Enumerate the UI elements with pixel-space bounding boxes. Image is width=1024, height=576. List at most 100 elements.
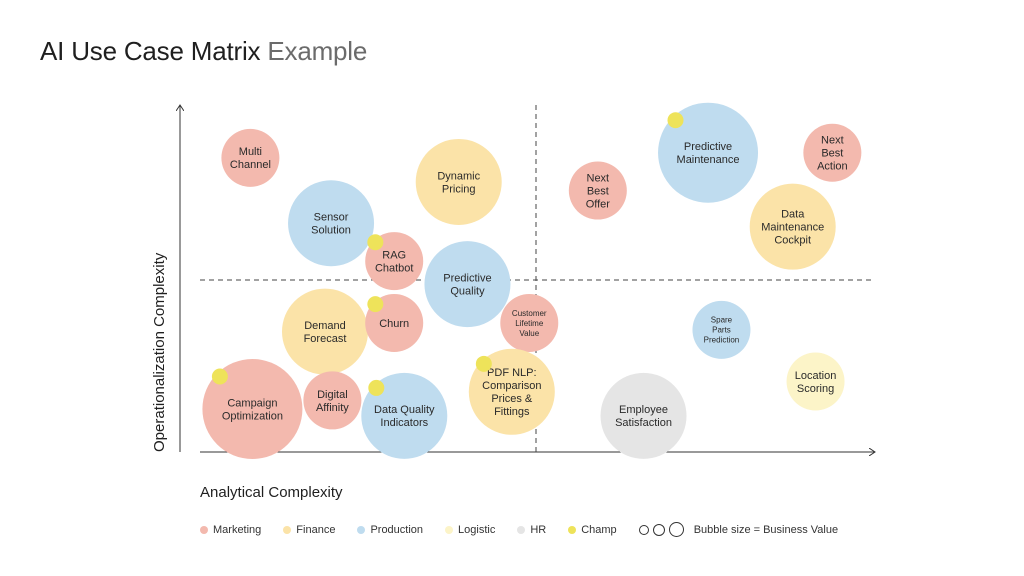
- legend-item-finance: Finance: [283, 524, 335, 536]
- bubble-label: Satisfaction: [615, 417, 672, 429]
- bubble-label: Location: [795, 370, 837, 382]
- legend-dot-icon: [568, 525, 577, 534]
- bubble-label: Demand: [304, 320, 346, 332]
- legend-dot-icon: [445, 525, 454, 534]
- bubble-label: Dynamic: [437, 170, 480, 182]
- bubble-label: Value: [519, 329, 539, 338]
- legend-item-production: Production: [357, 524, 423, 536]
- bubble-circle: [803, 123, 862, 182]
- bubble-churn: Churn: [365, 294, 424, 352]
- champ-marker-icon: [475, 355, 492, 372]
- bubble-label: Customer: [512, 309, 547, 318]
- legend-items: Marketing Finance Production Logistic HR Cham…: [200, 524, 639, 536]
- bubble-label: Next: [587, 172, 610, 184]
- bubble-label: Affinity: [316, 402, 349, 414]
- legend-label: Champ: [581, 523, 617, 536]
- bubble-circle: [500, 294, 559, 352]
- bubble-label: Prices &: [491, 393, 533, 405]
- bubble-label: Chatbot: [375, 262, 414, 274]
- legend-label: HR: [530, 523, 547, 536]
- bubble-label: Data: [781, 209, 805, 221]
- bubble-label: Best: [821, 148, 843, 160]
- legend-item-marketing: Marketing: [200, 524, 261, 536]
- bubble-circle: [288, 180, 375, 267]
- bubble-circle: [658, 102, 759, 203]
- bubble-label: Forecast: [304, 333, 347, 345]
- bubble-circle: [361, 372, 448, 459]
- page-title: AI Use Case Matrix Example: [40, 36, 367, 67]
- legend-label: Production: [370, 523, 424, 536]
- bubble-circle: [749, 183, 836, 270]
- size-note: Bubble size = Business Value: [693, 523, 839, 536]
- size-circle-small-icon: [638, 524, 649, 535]
- bubble-label: PDF NLP:: [487, 367, 537, 379]
- bubbles-layer: MultiChannelDynamicPricingSensorSolution…: [202, 102, 862, 459]
- bubble-label: Solution: [311, 225, 351, 237]
- bubble-label: Maintenance: [761, 222, 824, 234]
- champ-marker-icon: [367, 296, 384, 313]
- legend-label: Logistic: [458, 523, 496, 536]
- x-axis-label: Analytical Complexity: [200, 484, 343, 501]
- bubble-label: RAG: [382, 249, 406, 261]
- champ-marker-icon: [368, 379, 385, 396]
- bubble-label: Indicators: [380, 417, 428, 429]
- bubble-label: Predictive: [443, 272, 491, 284]
- bubble-label: Action: [817, 161, 848, 173]
- champ-marker-icon: [211, 368, 228, 385]
- bubble-circle: [786, 352, 845, 411]
- bubble-label: Sensor: [314, 212, 349, 224]
- bubble-label: Offer: [586, 198, 611, 210]
- bubble-label: Spare: [711, 316, 733, 325]
- legend-item-logistic: Logistic: [445, 524, 495, 536]
- size-scale-icon: [638, 522, 688, 537]
- bubble-circle: [281, 288, 368, 375]
- bubble-label: Campaign: [227, 397, 277, 409]
- size-circle-large-icon: [668, 522, 684, 537]
- bubble-label: Multi: [239, 146, 262, 158]
- bubble-circle: [221, 128, 280, 187]
- bubble-label: Cockpit: [774, 235, 811, 247]
- bubble-label: Lifetime: [515, 319, 544, 328]
- bubble-circle: [568, 161, 627, 220]
- legend-label: Finance: [296, 523, 336, 536]
- size-circle-medium-icon: [652, 523, 665, 536]
- bubble-label: Best: [587, 185, 609, 197]
- bubble-circle: [468, 348, 555, 435]
- bubble-label: Fittings: [494, 406, 530, 418]
- bubble-label: Next: [821, 135, 844, 147]
- bubble-label: Scoring: [797, 383, 834, 395]
- bubble-label: Quality: [450, 285, 485, 297]
- bubble-circle: [415, 138, 502, 225]
- bubble-circle: [202, 359, 303, 459]
- bubble-label: Channel: [230, 159, 271, 171]
- legend-item-champ: Champ: [568, 523, 617, 536]
- bubble-label: Predictive: [684, 141, 732, 153]
- bubble-label: Data Quality: [374, 404, 435, 416]
- bubble-circle: [692, 300, 751, 359]
- bubble-label: Optimization: [222, 410, 283, 422]
- legend: Marketing Finance Production Logistic HR Cham…: [200, 522, 838, 537]
- axes: Analytical Complexity Operationalization …: [151, 105, 875, 501]
- y-axis-label: Operationalization Complexity: [151, 252, 168, 452]
- legend-dot-icon: [517, 525, 526, 534]
- bubble-label: Maintenance: [677, 154, 740, 166]
- bubble-label: Prediction: [704, 336, 740, 345]
- champ-marker-icon: [667, 112, 684, 129]
- bubble-label: Churn: [379, 318, 409, 330]
